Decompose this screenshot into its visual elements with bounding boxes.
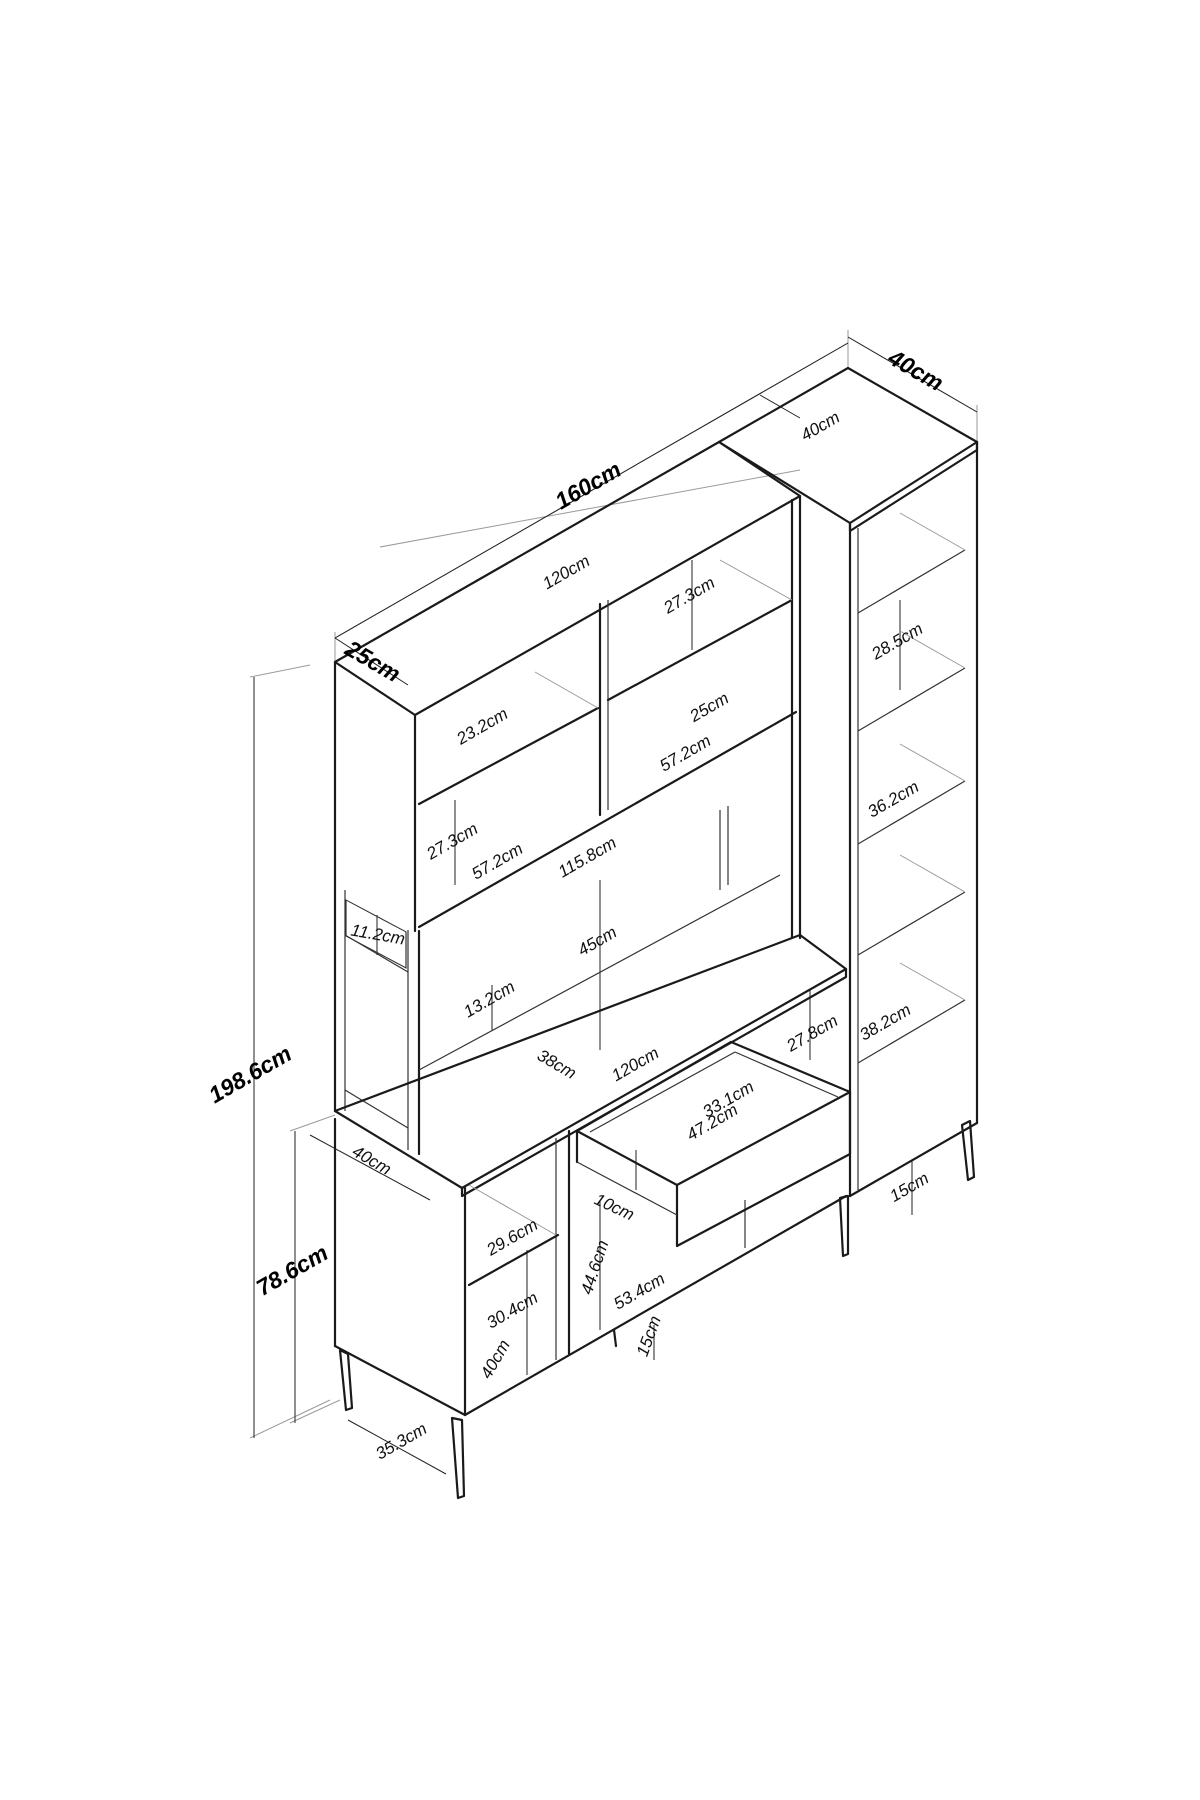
desk-section xyxy=(333,874,848,1198)
dim-label: 57.2cm xyxy=(656,731,714,775)
dim-label: 120cm xyxy=(539,551,593,593)
dim-label: 38.2cm xyxy=(856,1000,914,1044)
dim-label: 38cm xyxy=(534,1046,580,1083)
lower-cabinet xyxy=(333,1117,848,1500)
leg xyxy=(338,1348,354,1412)
leg xyxy=(960,1119,976,1182)
dim-label: 40cm xyxy=(797,408,843,445)
leg xyxy=(838,1194,850,1258)
dim-label: 15cm xyxy=(633,1313,665,1359)
dim-label: 11.2cm xyxy=(349,920,406,948)
dim-label: 23.2cm xyxy=(452,704,511,749)
dim-label: 36.2cm xyxy=(864,777,922,821)
dim-label: 44.6cm xyxy=(577,1238,612,1297)
dim-label: 27.3cm xyxy=(659,573,718,618)
overall-height-label: 198.6cm xyxy=(204,1040,296,1108)
dim-label: 25cm xyxy=(686,689,732,727)
dim-label: 53.4cm xyxy=(610,1269,668,1313)
dim-label: 57.2cm xyxy=(468,839,526,883)
dim-label: 27.8cm xyxy=(782,1011,841,1056)
tall-side-shelf xyxy=(717,366,979,1258)
dim-label: 10cm xyxy=(591,1190,637,1225)
dim-label: 28.5cm xyxy=(867,619,926,664)
dim-label: 13.2cm xyxy=(460,977,518,1021)
dim-label: 30.4cm xyxy=(483,1288,541,1332)
drawer xyxy=(575,1040,852,1248)
dim-label: 27.3cm xyxy=(422,819,481,864)
dim-label: 29.6cm xyxy=(482,1215,541,1260)
dim-label: 40cm xyxy=(349,1142,395,1179)
dim-label: 15cm xyxy=(886,1169,932,1206)
hutch-depth-label: 25cm xyxy=(340,635,405,687)
extension-lines xyxy=(249,330,978,1439)
tower-depth-label: 40cm xyxy=(883,344,948,396)
dim-label: 115.8cm xyxy=(555,833,620,881)
desk-height-label: 78.6cm xyxy=(252,1239,333,1301)
dim-label: 35.3cm xyxy=(372,1419,430,1463)
upper-hutch xyxy=(333,440,802,940)
dimension-labels: 160cm 40cm 25cm 198.6cm 78.6cm 40cm 120c… xyxy=(204,344,948,1464)
dim-label: 45cm xyxy=(574,923,620,960)
dim-label: 40cm xyxy=(477,1336,514,1382)
leg xyxy=(450,1416,466,1500)
overall-width-label: 160cm xyxy=(550,456,625,514)
